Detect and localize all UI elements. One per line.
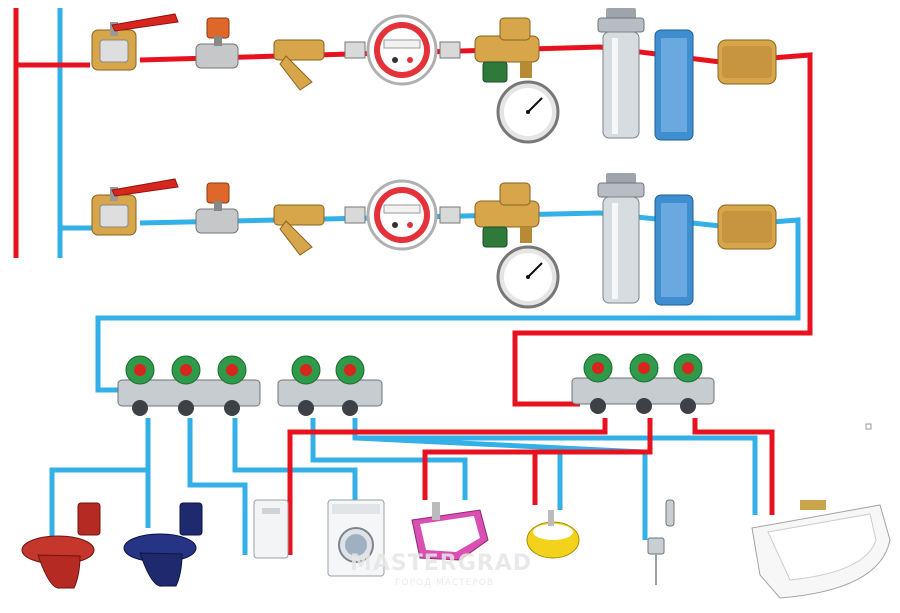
cold-branch-bath	[355, 435, 758, 515]
hygienic-shower	[647, 499, 675, 585]
toilet-red	[21, 502, 101, 589]
cold-branch-toilet-red	[49, 418, 151, 545]
cold-branch-washer	[232, 418, 358, 500]
watermark-subtitle: ГОРОД МАСТЕРОВ	[395, 578, 495, 588]
bathtub	[751, 500, 891, 599]
cold-manifold-1	[117, 355, 261, 416]
toilet-blue	[123, 502, 203, 587]
watermark-title: MASTERGRAD	[350, 551, 533, 576]
water-heater	[253, 499, 289, 559]
basin-pink	[411, 502, 489, 561]
cold-branch-basin-pink	[310, 418, 468, 500]
cold-manifold-2	[277, 355, 383, 416]
hot-row-components	[90, 6, 778, 144]
washing-machine	[327, 499, 385, 577]
corner-marker	[865, 423, 872, 430]
cold-branch-heater	[187, 418, 248, 555]
hot-manifold	[571, 353, 715, 414]
cold-branch-basin-yellow	[352, 418, 648, 540]
hot-branch-bath	[692, 418, 775, 515]
hot-branch-heater	[287, 418, 608, 555]
cold-row-components	[90, 171, 778, 309]
basin-yellow	[526, 510, 580, 559]
